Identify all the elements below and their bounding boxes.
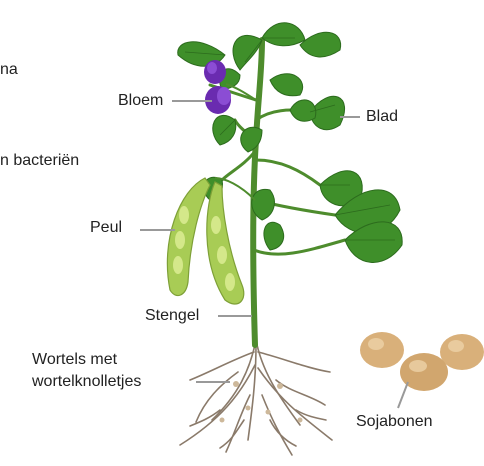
label-cut-bacteria-prefix: n: [0, 152, 9, 169]
soybeans: [360, 332, 484, 391]
label-cut-top: na: [0, 61, 18, 79]
pods: [167, 178, 255, 304]
label-roots-line2: wortelknolletjes: [32, 373, 141, 391]
label-cut-bacteria: n bacteriën: [0, 152, 79, 170]
leader-beans: [398, 382, 408, 408]
label-flower: Bloem: [118, 92, 163, 110]
roots: [180, 340, 332, 455]
label-pod: Peul: [90, 219, 122, 237]
label-beans: Sojabonen: [356, 413, 433, 431]
label-leaf: Blad: [366, 108, 398, 126]
label-stem: Stengel: [145, 307, 199, 325]
label-roots-line1: Wortels met: [32, 351, 117, 369]
label-cut-bacteria-word: bacteriën: [13, 152, 79, 169]
